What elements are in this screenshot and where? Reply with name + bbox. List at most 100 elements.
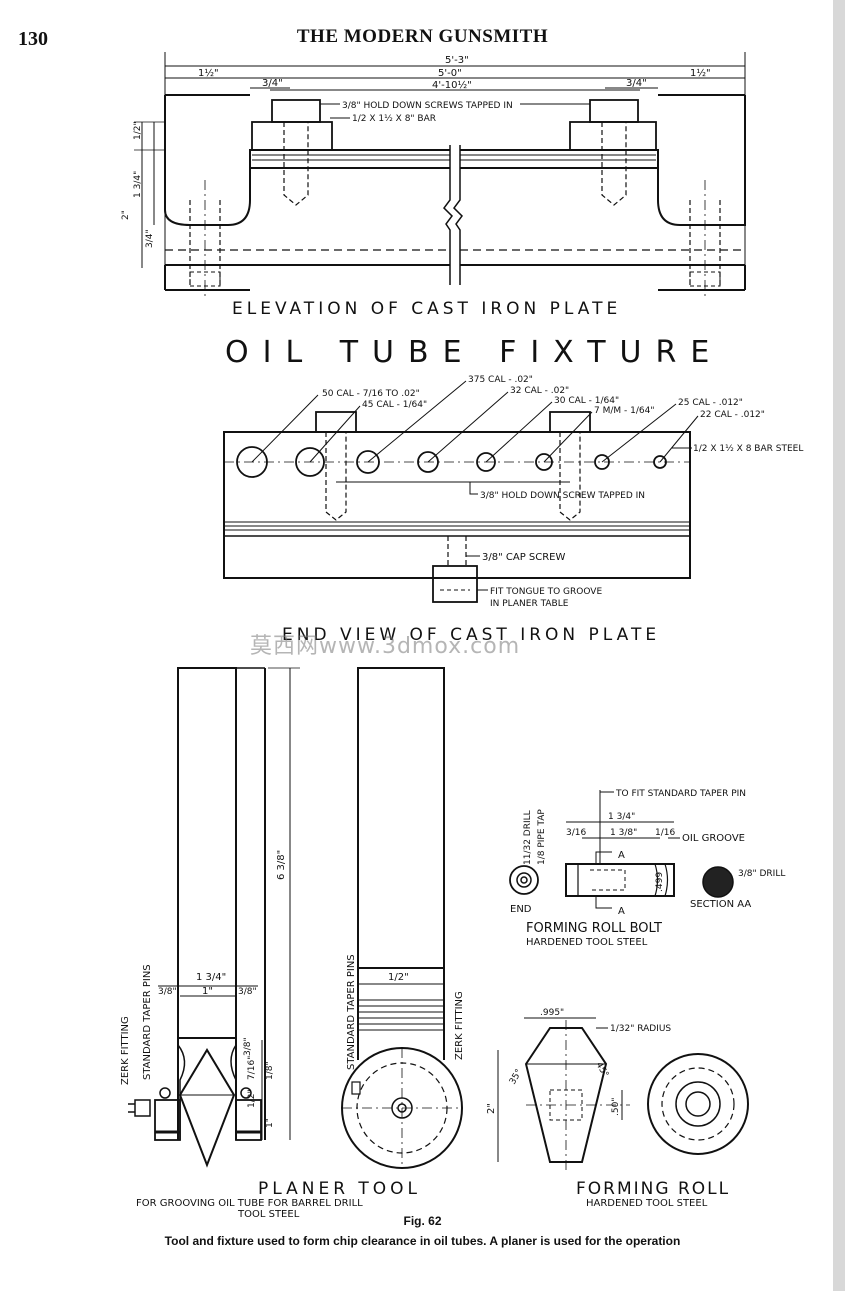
dim-offset-left: 3/4" [262, 78, 283, 89]
planer-tool-title: PLANER TOOL [258, 1179, 421, 1199]
bolt-drill-label: 11/32 DRILL [523, 810, 533, 865]
roll-bolt-title: FORMING ROLL BOLT [526, 921, 662, 936]
taper-pin-left [159, 1087, 171, 1099]
tool-h-7-16: 7/16" [247, 1056, 257, 1080]
hole-label-25-cal: 25 CAL - .012" [678, 398, 743, 408]
screw-head-left [271, 99, 321, 123]
note-bar: 1/2 X 1½ X 8" BAR [352, 114, 436, 124]
forming-roll-drawing: .995" 1/32" RADIUS 35° 45° 2" .50" FORMI… [486, 1008, 749, 1209]
taper-pins-label-left: STANDARD TAPER PINS [142, 964, 153, 1080]
bar-left [251, 121, 333, 151]
bolt-pipe-tap-label: 1/8 PIPE TAP [537, 809, 547, 865]
end-view: 50 CAL - 7/16 TO .02" 45 CAL - 1/64" 375… [223, 375, 803, 645]
hole-label-375-cal: 375 CAL - .02" [468, 375, 533, 385]
tool-width-1-3-4: 1 3/4" [196, 972, 226, 983]
bar-right [569, 121, 657, 151]
dim-h-half: 1/2" [133, 121, 143, 140]
hole-label-22-cal: 22 CAL - .012" [700, 410, 765, 420]
figure-number: Fig. 62 [403, 1214, 442, 1228]
dim-h-3-4: 3/4" [145, 229, 155, 248]
hole-label-7mm: 7 M/M - 1/64" [594, 406, 654, 416]
figure-caption: Tool and fixture used to form chip clear… [164, 1234, 681, 1248]
running-title: THE MODERN GUNSMITH [296, 26, 549, 47]
section-marker-top: A [618, 850, 625, 861]
section-marker-bottom: A [618, 906, 625, 917]
elevation-view: 5'-3" 5'-0" 4'-10½" 1½" 1½" 3/4" 3/4" [121, 52, 746, 319]
hole-32-cal [417, 451, 439, 473]
break-line-left [443, 145, 453, 285]
tool-h-3-8: 3/8" [243, 1037, 253, 1056]
screw-head-right [589, 99, 639, 123]
tongue-note-line-2: IN PLANER TABLE [490, 599, 569, 609]
dim-overall: 5'-3" [445, 55, 469, 66]
bolt-dim-1-16: 1/16 [655, 828, 675, 838]
tool-width-3-8-left: 3/8" [158, 987, 177, 997]
plate-outline-right [460, 95, 746, 226]
dim-end-right: 1½" [690, 67, 711, 79]
forming-roll-angle-35: 35° [508, 1068, 525, 1087]
section-aa [702, 866, 734, 898]
planer-tool-subtitle: FOR GROOVING OIL TUBE FOR BARREL DRILL [136, 1198, 363, 1209]
dim-h-2: 2" [121, 210, 131, 220]
tongue-note-line-1: FIT TONGUE TO GROOVE [490, 587, 602, 597]
tool-length-dim: 6 3/8" [276, 850, 287, 880]
dim-end-left: 1½" [198, 67, 219, 79]
forming-roll-height: 2" [486, 1103, 497, 1114]
end-view-title: END VIEW OF CAST IRON PLATE [282, 625, 660, 645]
hole-25-cal [594, 454, 610, 470]
forming-roll-radius: 1/32" RADIUS [610, 1024, 671, 1034]
bolt-dim-499: .499 [655, 872, 665, 892]
taper-pins-label-side: STANDARD TAPER PINS [346, 954, 357, 1070]
hole-label-32-cal: 32 CAL - .02" [510, 386, 569, 396]
figure-caption-block: Fig. 62 Tool and fixture used to form ch… [0, 1214, 845, 1248]
dim-offset-right: 3/4" [626, 78, 647, 89]
side-width-1-2: 1/2" [388, 972, 409, 983]
hole-label-50-cal: 50 CAL - 7/16 TO .02" [322, 389, 420, 399]
dim-span: 4'-10½" [432, 79, 472, 91]
taper-pin-right [240, 1087, 252, 1099]
planer-tool-drawing: 6 3/8" 1 3/4" 1" 3/8" 3/8" 3/8" 7/16" 1/… [120, 667, 465, 1220]
hole-7mm [535, 453, 553, 471]
roll-bolt-material: HARDENED TOOL STEEL [526, 937, 648, 948]
cap-screw-note: 3/8" CAP SCREW [482, 552, 566, 563]
forming-roll-material: HARDENED TOOL STEEL [586, 1198, 708, 1209]
hole-30-cal [476, 452, 496, 472]
page-number: 130 [18, 28, 48, 50]
hole-label-45-cal: 45 CAL - 1/64" [362, 400, 427, 410]
zerk-fitting-label-left: ZERK FITTING [120, 1016, 131, 1085]
tool-h-1: 1" [265, 1118, 275, 1128]
forming-roll-width: .995" [540, 1008, 564, 1018]
tool-width-3-8-right: 3/8" [238, 987, 257, 997]
forming-roll-dim-50: .50" [611, 1098, 621, 1116]
hole-50-cal [236, 446, 268, 478]
tool-shank-front [177, 667, 237, 1039]
tool-h-1-8: 1/8" [265, 1061, 275, 1080]
tongue [432, 565, 478, 603]
watermark: 莫西网www.3dmox.com [250, 634, 521, 659]
forming-roll-bolt-drawing: END 11/32 DRILL 1/8 PIPE TAP A A .499 1 … [509, 789, 785, 948]
bolt-taper-pin-note: TO FIT STANDARD TAPER PIN [615, 789, 746, 799]
hole-22-cal [653, 455, 667, 469]
bolt-dim-3-16: 3/16 [566, 828, 586, 838]
tool-width-1: 1" [202, 986, 213, 997]
bolt-drill-note: 3/8" DRILL [738, 869, 785, 879]
zerk-fitting [128, 1099, 151, 1117]
hole-label-30-cal: 30 CAL - 1/64" [554, 396, 619, 406]
hold-down-note: 3/8" HOLD DOWN SCREW TAPPED IN [480, 491, 645, 501]
oil-groove-note: OIL GROOVE [682, 833, 745, 844]
dim-h-1-3-4: 1 3/4" [133, 171, 143, 198]
end-view-plate [223, 431, 691, 579]
bolt-end-view [509, 865, 539, 895]
bar-steel-note: 1/2 X 1½ X 8 BAR STEEL [693, 444, 803, 454]
break-line-right [453, 145, 463, 285]
section-aa-label: SECTION AA [690, 899, 751, 910]
bolt-end-label: END [510, 904, 532, 915]
tool-shank-side [357, 667, 445, 969]
tool-h-1-2: 1/2" [247, 1089, 257, 1108]
note-hold-down-screws: 3/8" HOLD DOWN SCREWS TAPPED IN [342, 101, 513, 111]
forming-roll-end-view [647, 1053, 749, 1155]
bolt-dim-1-3-8: 1 3/8" [610, 828, 637, 838]
planer-tool-material: TOOL STEEL [237, 1209, 300, 1220]
fixture-title: OIL TUBE FIXTURE [225, 335, 723, 370]
